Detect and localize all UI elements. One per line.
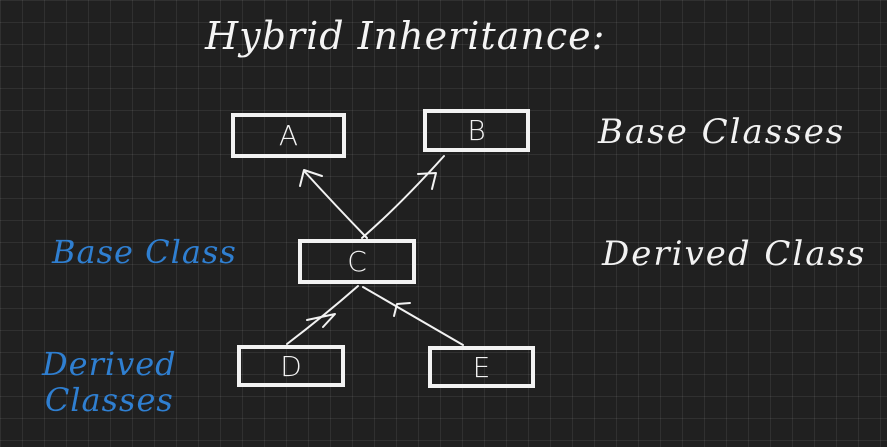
- class-label-b: B: [467, 114, 486, 147]
- base-class-annotation: Base Class: [52, 233, 237, 271]
- class-label-c: C: [347, 245, 367, 278]
- class-box-b: B: [423, 109, 530, 152]
- base-classes-label: Base Classes: [598, 112, 846, 152]
- class-label-a: A: [278, 119, 299, 152]
- arrowhead-a: [299, 169, 323, 187]
- derived-classes-annotation: Derived Classes: [42, 346, 177, 418]
- derived-class-label: Derived Class: [602, 234, 867, 274]
- derived-classes-annotation-line2: Classes: [44, 381, 174, 419]
- edge-e-to-c: [362, 286, 464, 346]
- edge-d-to-c: [286, 285, 359, 345]
- arrowhead-d: [306, 313, 336, 328]
- arrowhead-b: [417, 172, 437, 190]
- class-box-d: D: [237, 345, 345, 387]
- edge-c-to-a: [304, 171, 368, 239]
- derived-classes-annotation-line1: Derived: [42, 345, 177, 383]
- diagram-title: Hybrid Inheritance:: [205, 14, 606, 58]
- class-label-d: D: [280, 349, 302, 383]
- edge-c-to-b: [361, 155, 445, 239]
- class-box-a: A: [231, 113, 346, 158]
- arrowhead-e: [393, 302, 411, 317]
- class-label-e: E: [472, 350, 491, 384]
- class-box-e: E: [428, 346, 535, 388]
- class-box-c: C: [298, 239, 416, 284]
